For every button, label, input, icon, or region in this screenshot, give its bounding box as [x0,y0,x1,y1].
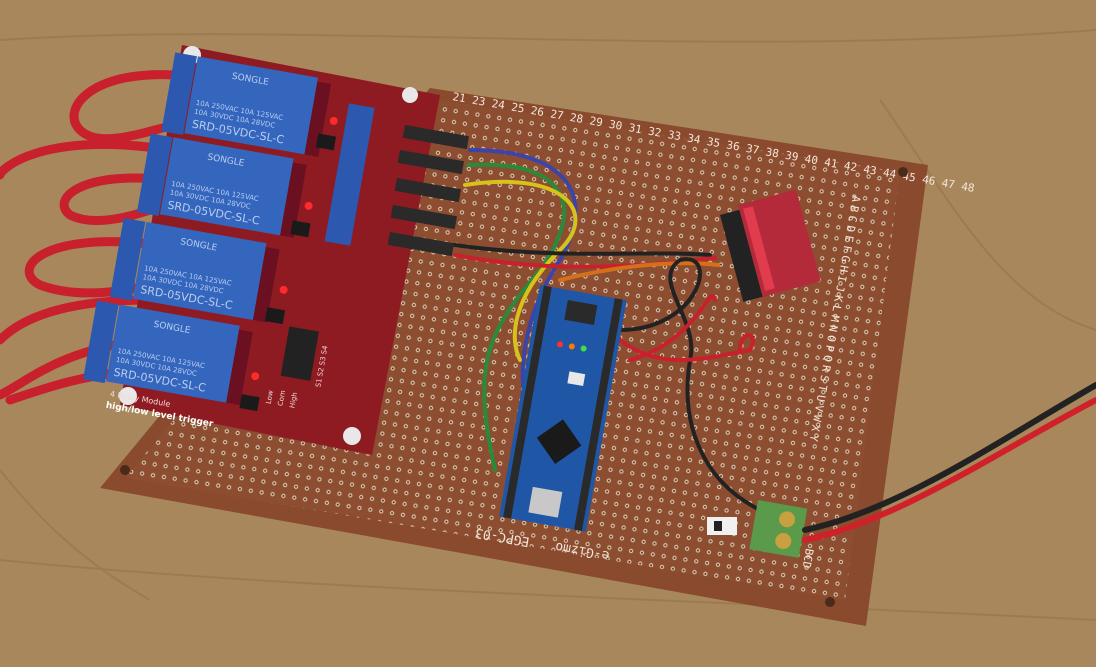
jumper-label-high: High [288,392,299,409]
relay-led [251,372,260,381]
relay-module: SONGLE 10A 250VAC 10A 125VAC 10A 30VDC 1… [83,45,440,455]
status-led [580,345,587,352]
status-led [568,343,575,350]
relay-1: SONGLE 10A 250VAC 10A 125VAC 10A 30VDC 1… [161,52,332,157]
relay-4: SONGLE 10A 250VAC 10A 125VAC 10A 30VDC 1… [83,300,253,405]
mounting-hole [898,167,908,177]
switch-slider[interactable] [714,521,722,531]
trigger-jumpers [280,326,319,381]
wood-grain [0,29,1096,621]
power-led [556,341,563,348]
optocoupler [315,133,337,151]
icsp-header [564,300,598,325]
bottom-letters: BCD [800,547,816,569]
relay-led [304,201,313,210]
relay-2: SONGLE 10A 250VAC 10A 125VAC 10A 30VDC 1… [136,133,307,238]
microcontroller-chip [536,419,582,464]
input-terminal-block [324,103,375,246]
mounting-hole [402,87,418,103]
relay-led [279,285,288,294]
optocoupler [290,220,311,238]
optocoupler [264,307,286,325]
dupont-connectors [387,124,470,257]
mounting-hole [119,387,137,405]
power-terminal-block [749,500,808,558]
usb-port [528,486,563,518]
relay-3: SONGLE 10A 250VAC 10A 125VAC 10A 30VDC 1… [109,217,280,323]
power-cable [802,382,1096,543]
mounting-hole [120,465,130,475]
mounting-hole [343,427,361,445]
jumper-label-com: Com [276,389,287,406]
rtc-module [720,189,821,302]
optocoupler [239,394,260,412]
jumper-wires [453,148,762,512]
jumper-label-low: Low [265,389,275,404]
perfboard: 21 23 24 25 26 27 28 29 30 31 32 33 34 3… [100,88,975,626]
mounting-hole [825,597,835,607]
arduino-nano [499,285,627,532]
relay-led [329,116,338,125]
reset-button [567,371,586,387]
